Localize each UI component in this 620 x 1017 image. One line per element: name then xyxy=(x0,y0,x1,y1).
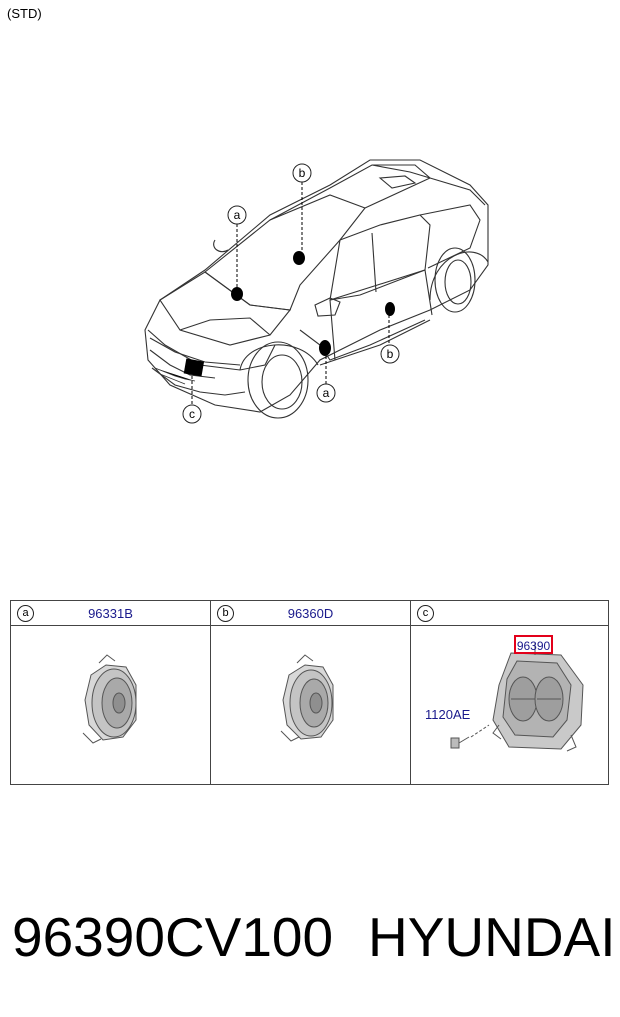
callout-a-top: a xyxy=(234,208,241,222)
parts-column-a: a 96331B xyxy=(11,601,211,784)
callout-b-top: b xyxy=(299,166,306,180)
parts-column-header: c xyxy=(411,601,608,626)
footer-part-number: 96390CV100 xyxy=(12,906,334,968)
part-number-label[interactable]: 96360D xyxy=(287,606,334,621)
vehicle-overview-diagram: a b b a c xyxy=(144,159,489,424)
footer-brand: HYUNDAI xyxy=(368,906,616,968)
parts-column-header: b 96360D xyxy=(211,601,410,626)
parts-table: a 96331B b 96360D xyxy=(10,600,609,785)
bolt-part-number[interactable]: 1120AE xyxy=(425,707,471,722)
external-speaker-image xyxy=(450,643,584,752)
callout-b-side: b xyxy=(387,347,394,361)
parts-column-c: c 96390 1120AE xyxy=(411,601,608,784)
parts-column-header: a 96331B xyxy=(11,601,210,626)
part-number-label[interactable]: 96331B xyxy=(88,606,133,621)
highlighted-part-number: 96390 xyxy=(516,639,551,653)
tweeter-speaker-image xyxy=(82,654,137,744)
door-speaker-image xyxy=(280,654,334,742)
highlighted-part-box[interactable]: 96390 xyxy=(514,635,553,654)
column-letter: a xyxy=(17,605,34,622)
column-letter: c xyxy=(417,605,434,622)
callout-c: c xyxy=(189,407,195,421)
parts-column-b: b 96360D xyxy=(211,601,411,784)
variant-label: (STD) xyxy=(7,6,42,21)
callout-a-side: a xyxy=(323,386,330,400)
column-letter: b xyxy=(217,605,234,622)
